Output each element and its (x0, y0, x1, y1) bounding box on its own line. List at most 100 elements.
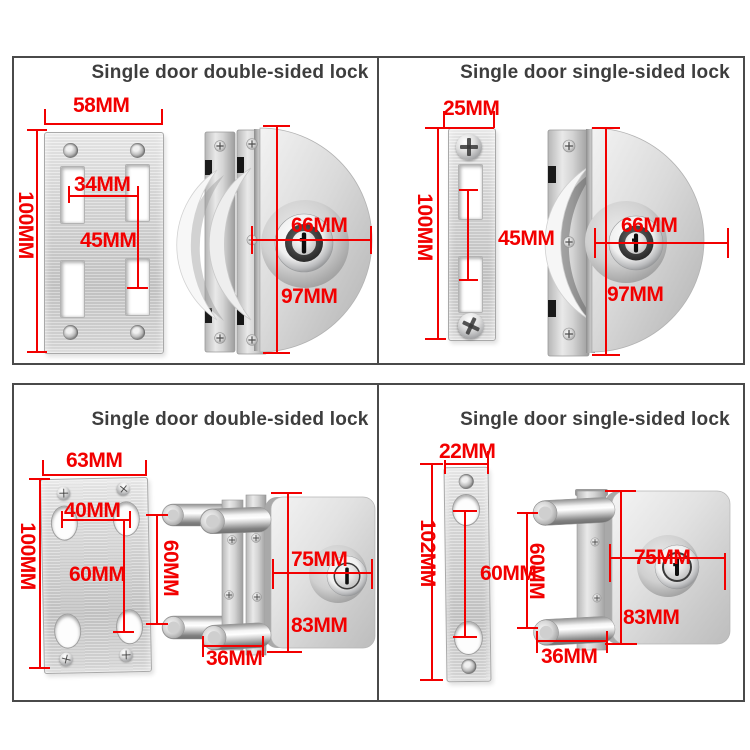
dimension-tick (420, 679, 443, 681)
dimension-line (464, 511, 466, 637)
philips-screw (114, 479, 133, 499)
screw-hole (130, 143, 145, 158)
q2-title: Single door single-sided lock (460, 62, 730, 83)
dimension-tick (453, 510, 477, 512)
q4-pin-span-label: 60MM (525, 542, 548, 600)
q4-plate-height-label: 102MM (416, 519, 439, 587)
dimension-tick (42, 460, 44, 476)
philips-screw (58, 651, 75, 668)
dimension-line (62, 519, 130, 521)
dimension-tick (137, 186, 139, 203)
q3-hole-vspan-label: 60MM (69, 563, 126, 586)
dimension-tick (727, 228, 729, 258)
latch-slot (458, 164, 483, 220)
dimension-line (36, 130, 38, 352)
dimension-tick (605, 643, 637, 645)
dimension-line (595, 242, 728, 244)
q3-title: Single door double-sided lock (91, 409, 369, 430)
q1-lock-height-label: 97MM (281, 285, 338, 308)
q2-strike-plate (448, 128, 496, 344)
dimension-tick (29, 667, 50, 669)
dimension-line (620, 491, 622, 644)
q4-title: Single door single-sided lock (460, 409, 730, 430)
q3-hole-span-label: 40MM (64, 499, 121, 522)
dimension-line (537, 640, 607, 642)
q4-lock-width-label: 75MM (634, 546, 691, 569)
philips-screw (57, 486, 71, 500)
dimension-tick (272, 559, 274, 589)
dimension-tick (444, 460, 446, 474)
dimension-tick (517, 512, 538, 514)
dimension-tick (27, 129, 47, 131)
keyway-icon (675, 558, 679, 576)
dimension-tick (592, 127, 620, 129)
q1-plate-height-label: 100MM (14, 191, 37, 259)
dimension-line (526, 513, 528, 628)
dimension-tick (113, 631, 134, 633)
dimension-tick (606, 631, 608, 653)
dimension-tick (459, 279, 478, 281)
pin-bottom (533, 616, 616, 646)
dimension-line (123, 520, 125, 632)
screw-hole (458, 473, 474, 490)
dimension-tick (202, 636, 204, 657)
dimension-tick (68, 186, 70, 203)
dimension-line (137, 196, 139, 288)
q3-pin-length-label: 36MM (206, 647, 263, 670)
dimension-tick (267, 651, 302, 653)
dimension-tick (27, 351, 47, 353)
dimension-tick (592, 354, 620, 356)
q3-lock-width-label: 75MM (291, 548, 348, 571)
q4-pin-length-label: 36MM (541, 645, 598, 668)
front-pin-bottom (201, 622, 272, 651)
dimension-tick (145, 460, 147, 476)
dimension-line (45, 123, 163, 125)
dimension-line (276, 126, 278, 353)
latch-slot (458, 256, 483, 313)
q2-lock-height-label: 97MM (607, 283, 664, 306)
dimension-tick (44, 109, 46, 125)
dimension-line (156, 515, 158, 624)
dimension-tick (146, 514, 168, 516)
dimension-tick (609, 544, 611, 582)
q4-hole-vspan-label: 60MM (480, 562, 537, 585)
screw-hole (130, 325, 145, 340)
q2-plate-width-label: 25MM (443, 97, 500, 120)
screw-hole (63, 143, 78, 158)
panel-bottom-divider (377, 385, 379, 700)
screw-hole (63, 325, 78, 340)
dimension-line (610, 557, 725, 559)
dimension-tick (420, 463, 443, 465)
dimension-tick (425, 127, 446, 129)
dimension-tick (262, 636, 264, 657)
dimension-tick (459, 189, 478, 191)
q2-plate-height-label: 100MM (413, 193, 436, 261)
screw-hole (461, 658, 477, 675)
dimension-tick (146, 623, 168, 625)
dimension-line (444, 127, 494, 129)
dimension-tick (425, 338, 446, 340)
dimension-line (287, 493, 289, 652)
dimension-tick (271, 492, 302, 494)
front-pin-top (199, 506, 272, 535)
dimension-line (69, 195, 138, 197)
philips-screw (119, 648, 133, 662)
q1-mounting-plate (44, 132, 164, 354)
dimension-tick (129, 511, 131, 528)
dimension-tick (594, 228, 596, 258)
dimension-line (467, 190, 469, 280)
dimension-line (43, 474, 146, 476)
dimension-tick (370, 226, 372, 254)
dimension-tick (161, 109, 163, 125)
dimension-tick (443, 111, 445, 128)
dimension-line (431, 464, 433, 680)
oval-hole (53, 613, 82, 649)
q1-lock-diameter-label: 66MM (291, 214, 348, 237)
q3-plate-width-label: 63MM (66, 449, 123, 472)
dimension-tick (263, 125, 290, 127)
oval-hole (115, 609, 144, 645)
keyway-icon (345, 567, 349, 585)
dimension-tick (263, 352, 290, 354)
dimension-tick (127, 287, 148, 289)
